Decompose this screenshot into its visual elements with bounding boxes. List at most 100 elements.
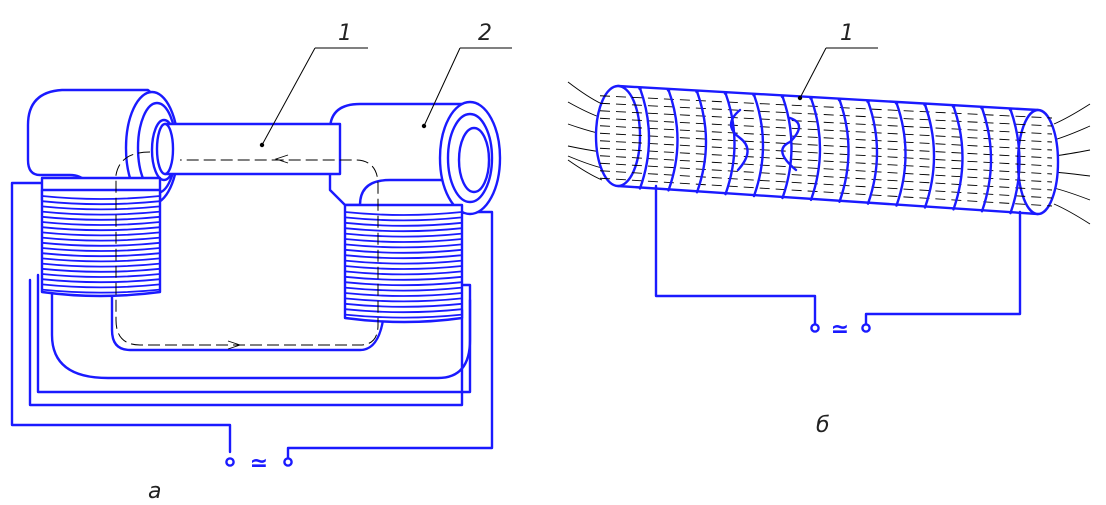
figure-b-field-line-right xyxy=(1053,125,1091,141)
figure-b-flux-line xyxy=(599,95,1053,119)
figure-a-rod-specimen xyxy=(163,122,342,176)
figure-a-ac-source: ≃ xyxy=(225,451,293,476)
figure-a-right-coil-turn xyxy=(344,281,463,287)
figure-a-left-coil-turn xyxy=(41,236,161,242)
figure-a-rod-end xyxy=(155,122,175,176)
figure-b-internal-flux-lines xyxy=(599,95,1053,207)
figure-a-left-coil-turn xyxy=(41,283,161,289)
figure-a-right-coil-turn xyxy=(344,254,463,260)
figure-b-turn-dot xyxy=(780,94,785,99)
figure-b-field-line-right xyxy=(1053,187,1091,201)
figure-a-left-coil-turn xyxy=(41,215,161,221)
figure-a-left-coil-turn xyxy=(41,267,161,273)
figure-a-right-coil-turn xyxy=(344,265,463,270)
figure-b-field-line-right xyxy=(1053,203,1091,225)
figure-b-terminal-right xyxy=(861,323,871,333)
figure-b-turn-dot xyxy=(837,97,842,102)
figure-b-turn-dot xyxy=(752,92,756,97)
figure-a-inner-lead-wire xyxy=(36,273,472,394)
figure-b-field-line-right xyxy=(1053,171,1091,177)
figure-b-lead-wires xyxy=(654,184,1022,330)
figure-a: 1 2 ≃ а xyxy=(10,21,512,504)
figure-b-solenoid-turn xyxy=(695,90,708,194)
figure-a-left-coil xyxy=(40,188,162,298)
figure-b-solenoid-turn xyxy=(866,100,879,205)
figure-b-flux-line xyxy=(599,155,1053,183)
figure-a-callouts: 1 2 xyxy=(259,21,512,148)
figure-a-right-coil-turn xyxy=(344,211,463,216)
figure-b-solenoid-turn xyxy=(724,91,736,196)
figure-a-left-coil-turn xyxy=(41,195,161,200)
figure-a-right-coil-turn xyxy=(344,238,463,243)
figure-b-field-line-left xyxy=(567,155,603,169)
figure-b-solenoid-turn xyxy=(667,88,679,192)
figure-b-caption: б xyxy=(816,413,830,438)
figure-a-left-coil-turn xyxy=(41,288,161,294)
figure-a-left-coil-turn xyxy=(41,252,161,258)
figure-a-left-coil-turn xyxy=(41,221,161,226)
figure-a-ac-symbol: ≃ xyxy=(250,451,268,476)
figure-a-right-coil-turn xyxy=(344,227,463,233)
figure-a-right-coil-turn xyxy=(344,259,463,265)
figure-b-solenoid-turn xyxy=(980,106,993,213)
figure-a-left-coil-turn xyxy=(41,257,161,263)
figure-b-solenoid-turn xyxy=(752,93,765,198)
figure-b-solenoid-turn xyxy=(952,104,964,211)
figure-b: 1 ≃ б xyxy=(567,21,1091,438)
figure-b-solenoid-turn xyxy=(923,103,936,209)
figure-b-solenoid-turn xyxy=(1009,108,1021,215)
figure-b-flux-line xyxy=(599,162,1053,191)
figure-b-solenoid-turn xyxy=(895,101,907,207)
figure-a-flux-path xyxy=(115,151,379,350)
figure-a-right-coil-turn xyxy=(344,216,463,222)
figure-b-flux-line xyxy=(599,125,1053,151)
figure-b-turn-dot xyxy=(894,101,899,105)
figure-b-callouts: 1 xyxy=(797,21,878,101)
figure-b-flux-line xyxy=(599,110,1053,135)
figure-b-cylinder-specimen xyxy=(594,84,1060,216)
figure-a-right-coil-turn xyxy=(344,275,463,281)
figure-a-callout-1-label: 1 xyxy=(338,21,352,46)
figure-a-second-lead-wire xyxy=(28,278,464,407)
figure-b-solenoid-coil xyxy=(638,86,1021,215)
figure-a-left-pole-piece xyxy=(26,88,180,207)
figure-a-left-coil-turn xyxy=(41,262,161,268)
figure-b-flux-line xyxy=(599,102,1053,127)
figure-b-flux-line xyxy=(599,132,1053,159)
figure-b-core-marks xyxy=(729,108,801,172)
figure-b-callout-1-label: 1 xyxy=(840,21,854,46)
figure-a-left-coil-turn xyxy=(41,241,161,247)
figure-a-left-coil-turn xyxy=(41,273,161,278)
figure-a-left-coil-turn xyxy=(41,231,161,237)
figure-a-right-coil-turn xyxy=(344,221,463,227)
figure-a-right-coil-turn xyxy=(344,313,463,319)
figure-b-ac-source: ≃ xyxy=(810,317,871,342)
figure-a-right-coil-turn xyxy=(344,286,463,292)
figure-a-right-coil-turn xyxy=(344,248,463,254)
figure-b-flux-line xyxy=(599,170,1053,199)
figure-a-left-coil-turn xyxy=(41,278,161,284)
figure-b-solenoid-turn xyxy=(809,96,822,202)
figure-b-turn-dot xyxy=(1008,107,1013,112)
figure-a-left-coil-turn xyxy=(41,205,161,211)
figure-a-left-coil-turn xyxy=(41,226,161,232)
figure-a-right-coil-turn xyxy=(344,270,463,276)
figure-a-callout-2-label: 2 xyxy=(478,21,492,46)
figure-a-flux-arrow-bottom xyxy=(227,340,242,350)
figure-b-terminal-left xyxy=(810,323,820,333)
figure-a-flux-arrow-top xyxy=(274,154,289,164)
figure-b-turn-dot xyxy=(923,102,927,107)
figure-b-turn-dot xyxy=(951,104,956,108)
figure-a-right-coil-turn xyxy=(344,243,463,249)
figure-a-left-coil-turn xyxy=(41,210,161,216)
figure-a-right-coil-turn xyxy=(344,308,463,314)
figure-a-right-coil-turn xyxy=(344,302,463,308)
figure-a-terminal-left xyxy=(225,457,235,467)
figure-b-flux-line xyxy=(599,117,1053,143)
figure-b-turn-dot xyxy=(809,96,813,100)
figure-b-turn-dot xyxy=(666,88,671,92)
figure-b-flux-line xyxy=(599,147,1053,175)
figure-b-turn-dot xyxy=(723,91,728,95)
figure-b-solenoid-turn xyxy=(781,95,793,200)
figure-b-solenoid-turn xyxy=(838,98,850,203)
